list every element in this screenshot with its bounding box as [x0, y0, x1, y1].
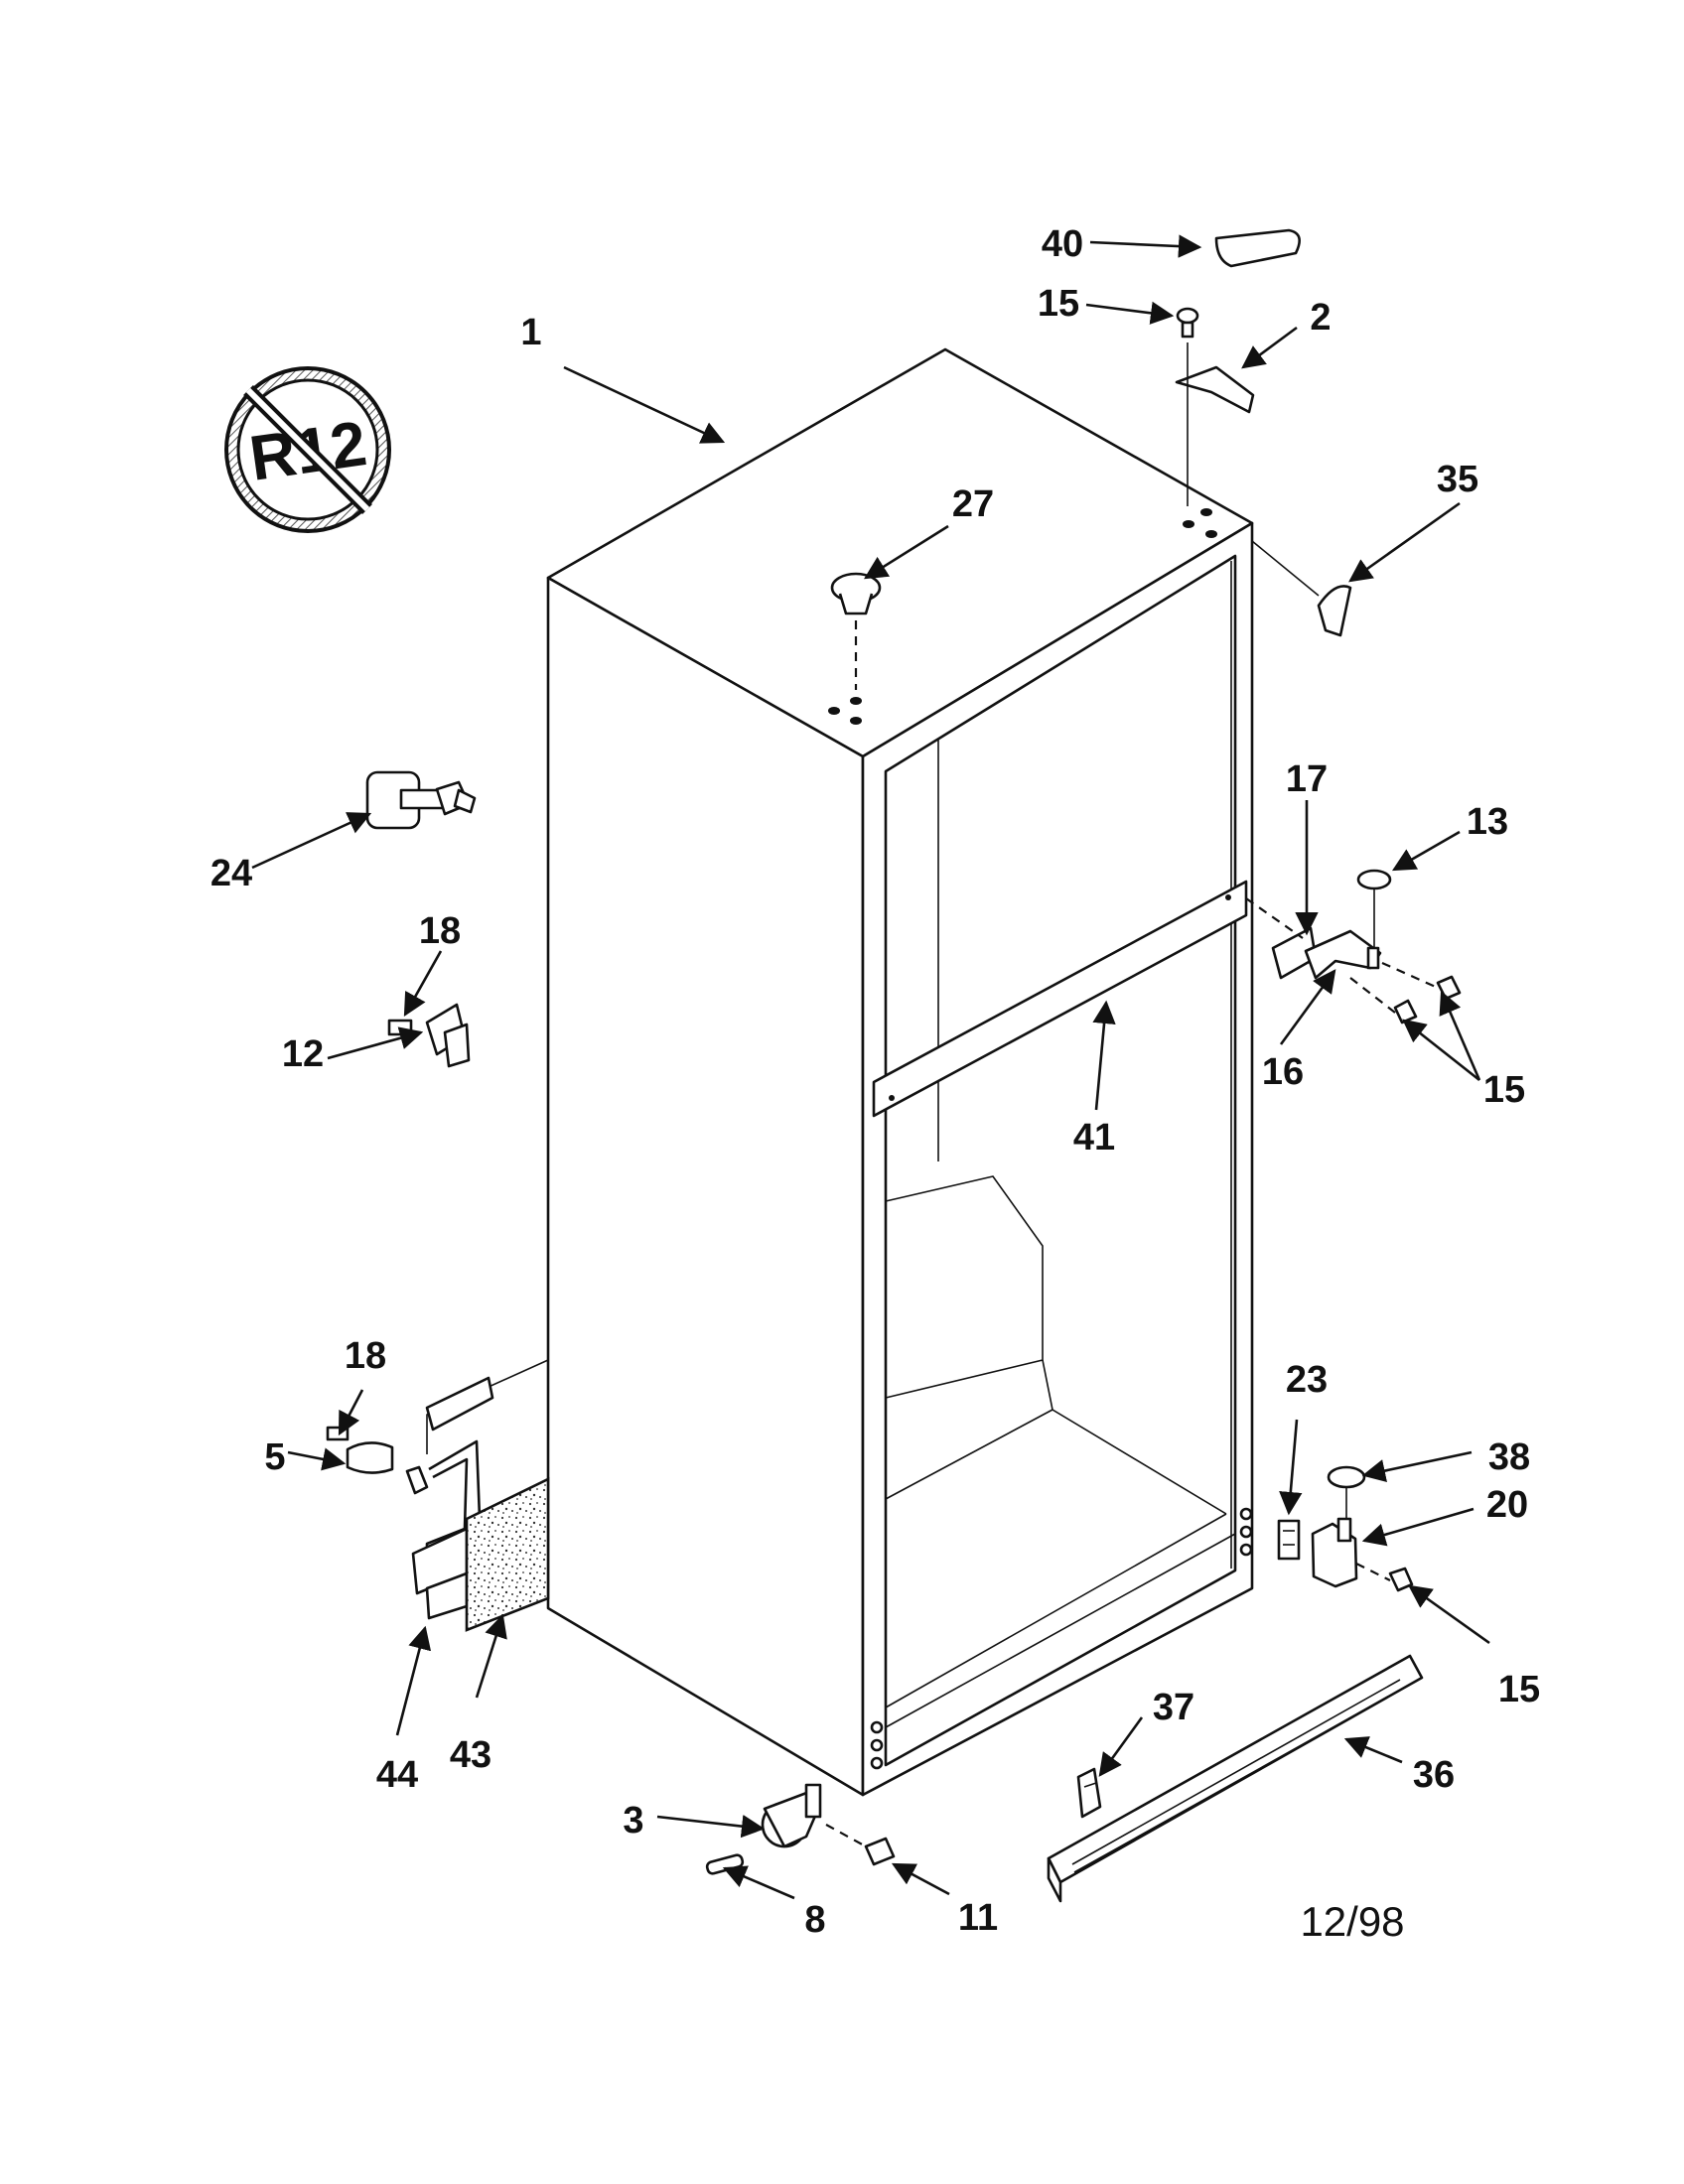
- part-20-bottom-hinge-icon: [1311, 1517, 1358, 1588]
- part-36-toe-grille-icon: [1047, 1654, 1424, 1903]
- callout-40: 40: [1042, 223, 1083, 265]
- callout-37: 37: [1153, 1687, 1194, 1728]
- part-11-screw-icon: [825, 1824, 896, 1866]
- callout-3: 3: [623, 1800, 643, 1842]
- callout-41: 41: [1073, 1117, 1115, 1159]
- no-r12-symbol: R12: [224, 366, 391, 533]
- callout-1: 1: [520, 312, 541, 353]
- callout-43: 43: [450, 1734, 491, 1776]
- part-23-shim-icon: [1277, 1519, 1301, 1561]
- callout-20: 20: [1486, 1484, 1528, 1526]
- leader-lines: [251, 234, 1490, 1900]
- part-24-door-stop-icon: [365, 770, 477, 830]
- part-12-stop-icon: [387, 1003, 471, 1068]
- part-13-washer-icon: [1356, 869, 1392, 953]
- cabinet-drawing: [426, 347, 1254, 1797]
- callout-23: 23: [1286, 1359, 1328, 1401]
- part-8-pin-icon: [705, 1853, 745, 1875]
- callout-38: 38: [1488, 1436, 1530, 1478]
- callout-36: 36: [1413, 1754, 1455, 1796]
- callout-15-middle: 15: [1483, 1069, 1525, 1111]
- callout-16: 16: [1262, 1051, 1304, 1093]
- callout-18-lower: 18: [345, 1335, 386, 1377]
- part-15-screw-bottom-icon: [1355, 1563, 1414, 1592]
- date-code: 12/98: [1300, 1898, 1404, 1945]
- part-43-insulation-icon: [465, 1476, 550, 1632]
- callout-12: 12: [282, 1033, 324, 1075]
- callout-24: 24: [210, 853, 252, 894]
- part-2-hinge-top-icon: [1175, 342, 1255, 506]
- part-3-roller-icon: [761, 1783, 822, 1848]
- callout-2: 2: [1310, 297, 1331, 339]
- part-27-plug-icon: [830, 572, 882, 690]
- callout-15-top: 15: [1038, 283, 1079, 325]
- callout-17: 17: [1286, 758, 1328, 800]
- part-35-icon: [1251, 540, 1352, 637]
- callout-labels: 1 40 15 2 35 27 24 18 12 17 13 16 15 41 …: [210, 223, 1540, 1941]
- callout-44: 44: [376, 1754, 418, 1796]
- callout-15-bottom: 15: [1498, 1669, 1540, 1710]
- part-15-screw-top-icon: [1176, 307, 1199, 339]
- part-5-hinge-cover-icon: [326, 1426, 429, 1495]
- callout-18-upper: 18: [419, 910, 461, 952]
- callout-35: 35: [1437, 459, 1478, 500]
- callout-8: 8: [804, 1899, 825, 1941]
- part-16-center-hinge-icon: [1304, 929, 1382, 980]
- callout-11: 11: [958, 1897, 998, 1939]
- part-40-icon: [1214, 228, 1301, 268]
- callout-13: 13: [1467, 801, 1508, 843]
- part-37-clip-icon: [1076, 1767, 1102, 1819]
- part-15-screws-middle-icon: [1349, 961, 1462, 1024]
- part-17-hinge-bracket-icon: [1245, 897, 1318, 980]
- callout-5: 5: [264, 1436, 285, 1478]
- callout-27: 27: [952, 483, 994, 525]
- part-44-bracket-icon: [411, 1376, 494, 1620]
